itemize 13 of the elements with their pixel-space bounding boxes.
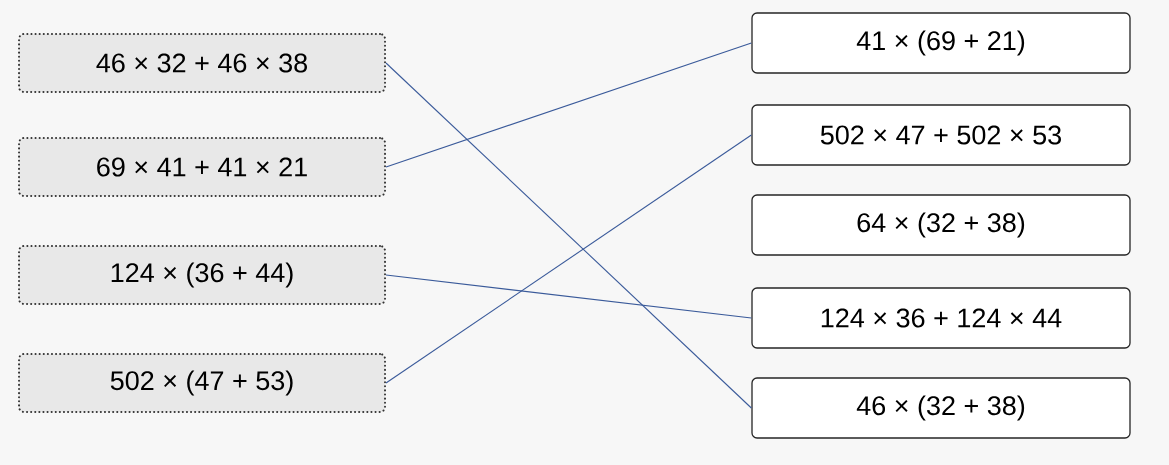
expression-box: 502 × 47 + 502 × 53 <box>751 104 1131 166</box>
connecting-line <box>385 42 752 168</box>
expression-box: 41 × (69 + 21) <box>751 12 1131 74</box>
connecting-line <box>385 62 752 409</box>
expression-box: 124 × 36 + 124 × 44 <box>751 287 1131 349</box>
connecting-line <box>385 274 752 319</box>
expression-box: 46 × (32 + 38) <box>751 377 1131 439</box>
connecting-line <box>385 134 752 384</box>
expression-box: 124 × (36 + 44) <box>18 245 386 305</box>
expression-box: 64 × (32 + 38) <box>751 194 1131 256</box>
expression-box: 46 × 32 + 46 × 38 <box>18 33 386 93</box>
expression-box: 69 × 41 + 41 × 21 <box>18 137 386 197</box>
expression-box: 502 × (47 + 53) <box>18 353 386 413</box>
